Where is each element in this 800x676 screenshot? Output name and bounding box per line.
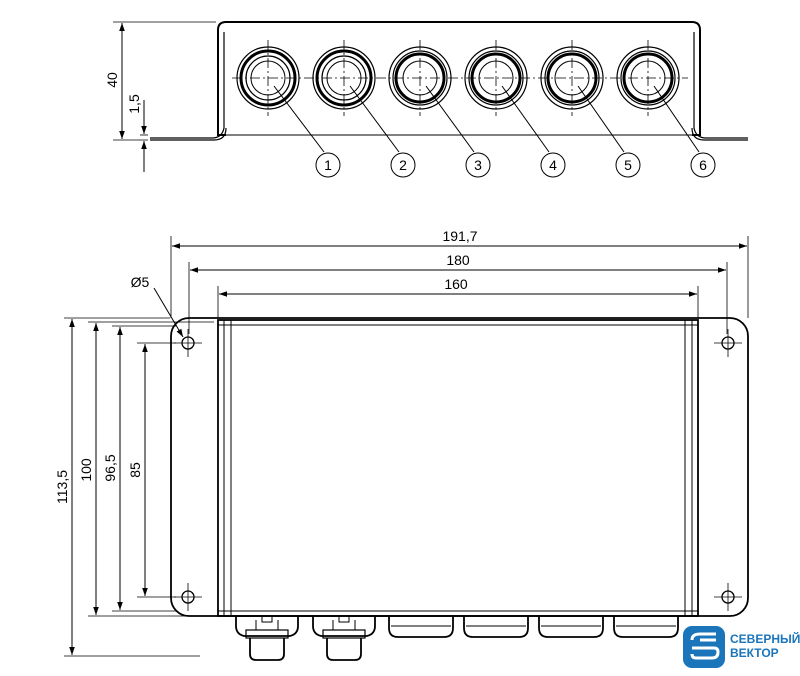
callout-circle-4 <box>540 152 566 178</box>
right-flange <box>693 32 748 139</box>
callout-6: 6 <box>699 157 707 173</box>
width-160-label: 160 <box>444 276 468 292</box>
callout-1: 1 <box>324 157 332 173</box>
height-85-label: 85 <box>127 462 143 478</box>
port-4 <box>464 40 528 116</box>
callout-circle-3 <box>465 152 491 178</box>
port-5 <box>540 40 604 116</box>
callout-2: 2 <box>399 157 407 173</box>
callout-3: 3 <box>474 157 482 173</box>
gland-6 <box>613 616 679 638</box>
gland-2 <box>312 615 376 661</box>
port-callouts <box>273 85 716 178</box>
gland-4 <box>463 616 529 638</box>
callout-4: 4 <box>549 157 557 173</box>
port-2 <box>312 40 376 116</box>
logo-line-2: ВЕКТОР <box>730 646 779 660</box>
company-logo <box>683 626 725 668</box>
front-view <box>64 236 749 661</box>
port-row <box>236 40 680 116</box>
callout-5: 5 <box>624 157 632 173</box>
port-1 <box>236 40 300 116</box>
top-view <box>113 21 748 172</box>
callout-circle-2 <box>390 152 416 178</box>
left-flange <box>150 32 225 139</box>
mount-hole-tl <box>174 329 202 357</box>
mount-hole-br <box>714 583 742 611</box>
base-plate <box>170 317 749 617</box>
mount-hole-bl <box>174 583 202 611</box>
mount-hole-tr <box>714 329 742 357</box>
flange-1-5-label: 1,5 <box>126 94 142 114</box>
hole-diameter-label: Ø5 <box>131 274 150 290</box>
height-100-label: 100 <box>78 458 94 482</box>
logo-line-1: СЕВЕРНЫЙ <box>730 631 800 646</box>
port-3 <box>388 40 452 116</box>
height-40-label: 40 <box>104 72 120 88</box>
gland-3 <box>388 616 454 638</box>
gland-5 <box>538 616 604 638</box>
width-180-label: 180 <box>446 252 470 268</box>
main-body <box>217 319 699 617</box>
height-96-5-label: 96,5 <box>102 454 118 481</box>
callout-circle-1 <box>315 152 341 178</box>
callout-circle-6 <box>690 152 716 178</box>
port-6 <box>616 40 680 116</box>
callout-circle-5 <box>615 152 641 178</box>
width-191-7-label: 191,7 <box>442 228 477 244</box>
height-113-5-label: 113,5 <box>54 470 70 504</box>
gland-1 <box>235 615 299 661</box>
top-housing-outline <box>217 21 701 136</box>
